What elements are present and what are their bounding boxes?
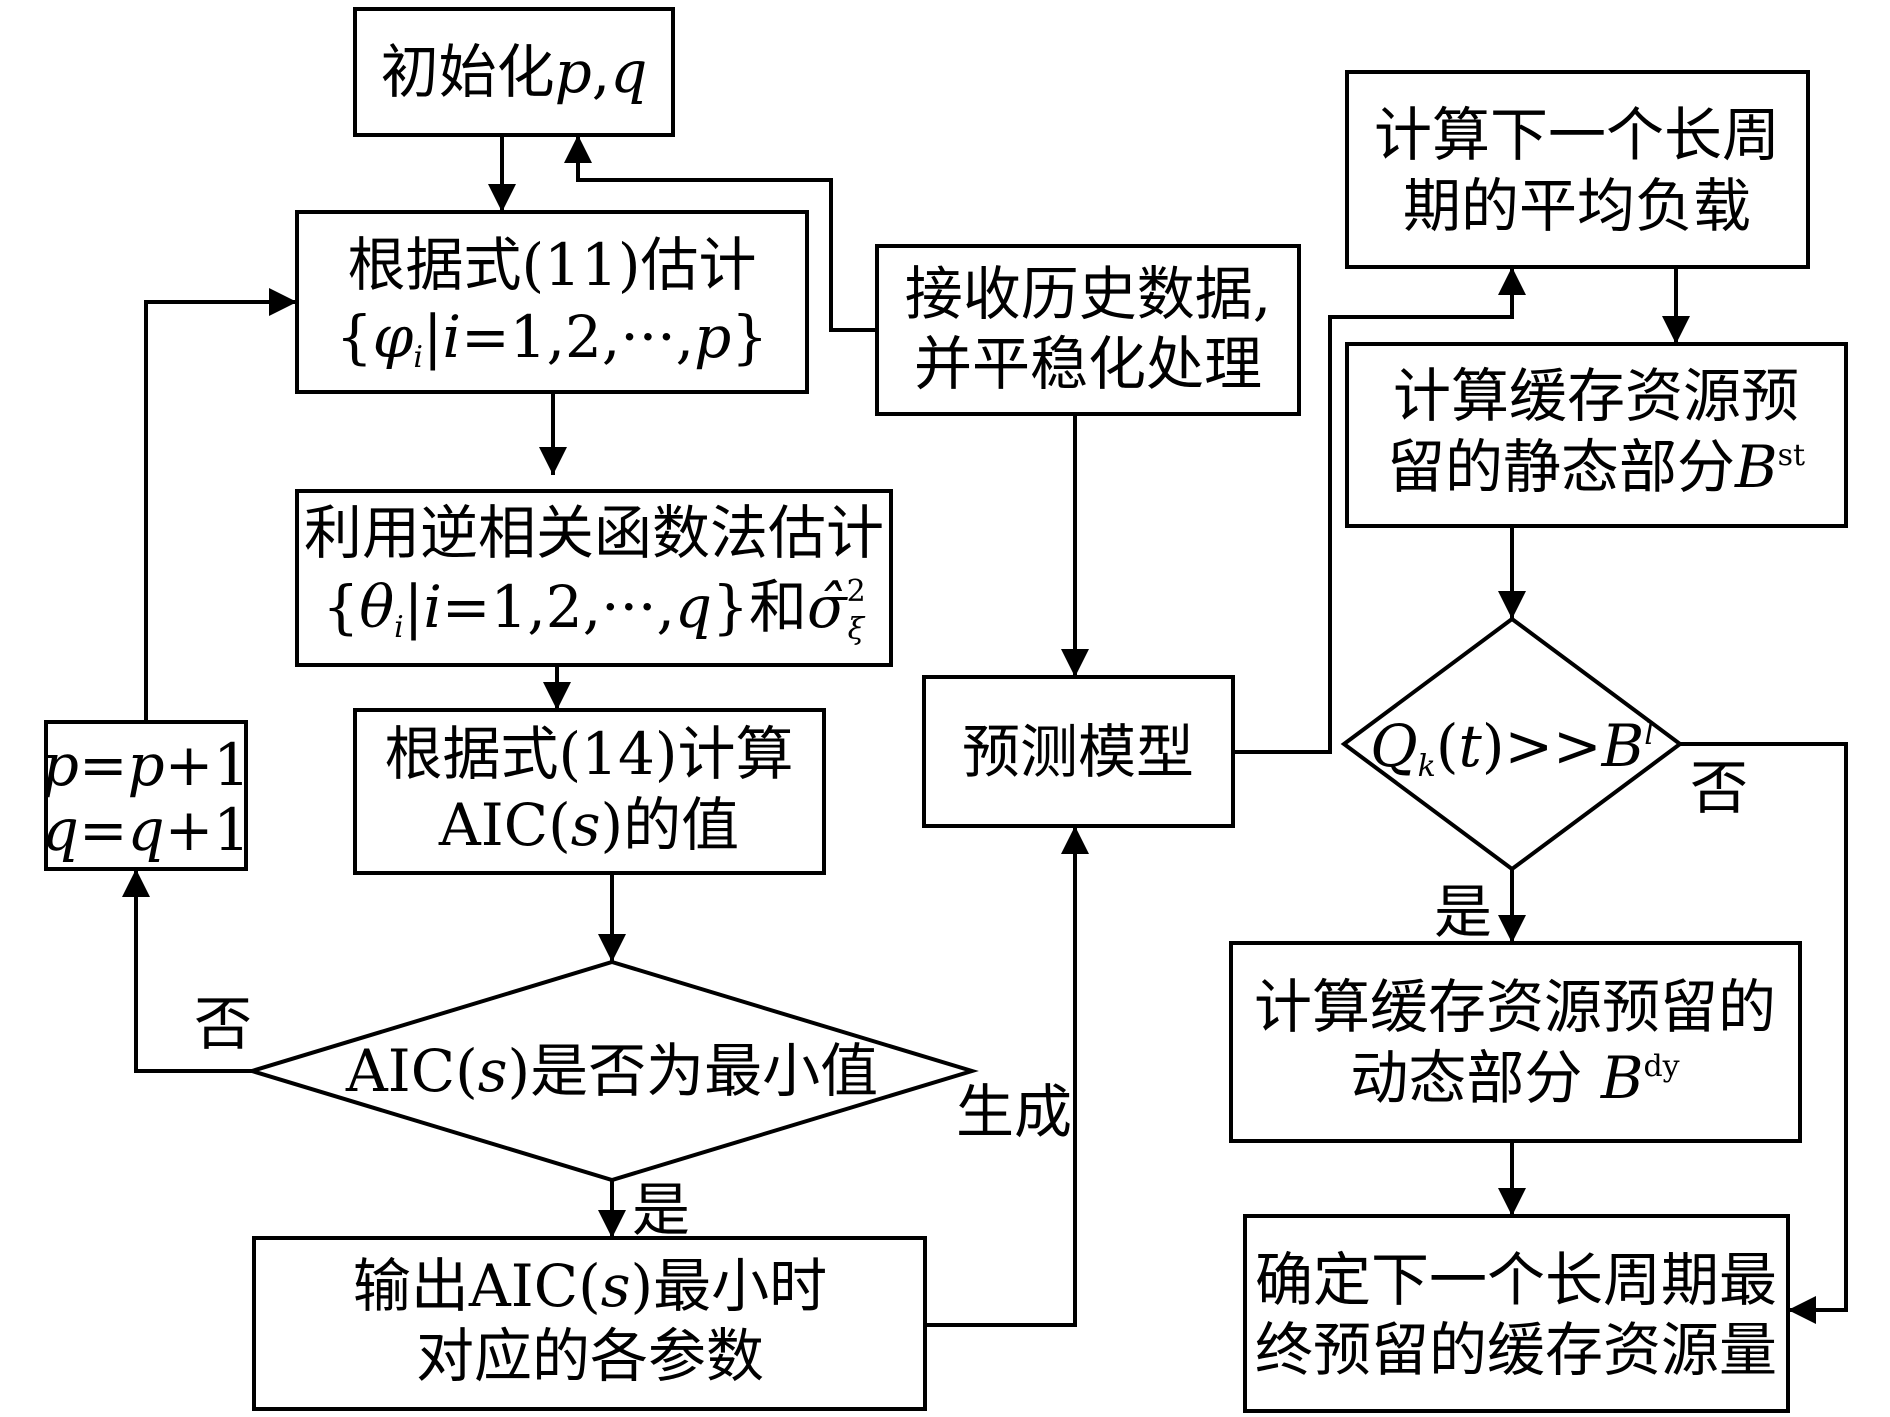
node-decision-diamond bbox=[1340, 616, 1684, 872]
node-receive-line1: 接收历史数据, bbox=[905, 260, 1271, 328]
node-model-box bbox=[922, 675, 1235, 828]
node-estimate-phi-line2: {φi|i=1,2,···,p} bbox=[336, 303, 768, 375]
arrow-receive-to-init bbox=[564, 135, 877, 332]
node-calc-aic-line2: AIC(s)的值 bbox=[438, 791, 739, 859]
node-static: 计算缓存资源预 留的静态部分Bst bbox=[1345, 342, 1848, 528]
node-estimate-phi-line1: 根据式(11)估计 bbox=[347, 231, 756, 299]
node-model: 预测模型 bbox=[922, 675, 1235, 828]
node-dynamic-box bbox=[1229, 941, 1802, 1143]
node-calc-aic-box bbox=[353, 708, 826, 875]
node-final-box bbox=[1243, 1214, 1790, 1413]
node-aic-min-diamond bbox=[245, 959, 979, 1183]
node-dynamic: 计算缓存资源预留的 动态部分 Bdy bbox=[1229, 941, 1802, 1143]
node-final: 确定下一个长周期最 终预留的缓存资源量 bbox=[1243, 1214, 1790, 1413]
node-decision: Qk(t)>>Bl bbox=[1340, 616, 1684, 872]
node-dynamic-line2: 动态部分 Bdy bbox=[1350, 1044, 1679, 1112]
node-static-line1: 计算缓存资源预 bbox=[1393, 362, 1799, 430]
edge-label-no-right: 否 bbox=[1690, 754, 1748, 822]
node-init-box bbox=[353, 7, 675, 137]
node-model-label: 预测模型 bbox=[962, 718, 1194, 786]
arrow-output-to-model bbox=[925, 826, 1089, 1327]
node-estimate-phi: 根据式(11)估计 {φi|i=1,2,···,p} bbox=[295, 210, 809, 394]
node-increment: p=p+1 q=q+1 bbox=[42, 720, 250, 871]
node-static-box bbox=[1345, 342, 1848, 528]
node-receive-box bbox=[875, 244, 1301, 416]
node-init-label: 初始化p,q bbox=[381, 38, 648, 106]
arrow-model-to-avg-load bbox=[1233, 267, 1526, 754]
arrow-aic-min-no-to-increment bbox=[122, 869, 252, 1073]
node-receive: 接收历史数据, 并平稳化处理 bbox=[875, 244, 1301, 416]
node-avg-load-line1: 计算下一个长周 bbox=[1374, 101, 1780, 169]
edge-label-yes-left: 是 bbox=[632, 1176, 690, 1244]
node-final-line1: 确定下一个长周期最 bbox=[1255, 1246, 1777, 1314]
node-estimate-theta-line1: 利用逆相关函数法估计 bbox=[304, 499, 884, 567]
node-receive-line2: 并平稳化处理 bbox=[914, 330, 1262, 398]
node-avg-load-line2: 期的平均负载 bbox=[1403, 172, 1751, 240]
node-init: 初始化p,q bbox=[353, 7, 675, 137]
node-calc-aic: 根据式(14)计算 AIC(s)的值 bbox=[353, 708, 826, 875]
node-estimate-phi-box bbox=[295, 210, 809, 394]
node-estimate-theta-box bbox=[295, 489, 893, 667]
node-static-line2: 留的静态部分Bst bbox=[1387, 433, 1805, 501]
node-increment-box bbox=[44, 720, 248, 871]
node-output: 输出AIC(s)最小时 对应的各参数 bbox=[252, 1236, 927, 1411]
node-avg-load-box bbox=[1345, 70, 1810, 269]
node-avg-load: 计算下一个长周 期的平均负载 bbox=[1345, 70, 1810, 269]
edge-label-yes-right: 是 bbox=[1434, 878, 1492, 946]
edge-labels: 否 是 生成 否 是 bbox=[194, 754, 1748, 1244]
node-final-line2: 终预留的缓存资源量 bbox=[1255, 1316, 1777, 1384]
arrow-decision-no-to-final bbox=[1680, 742, 1848, 1324]
node-output-line2: 对应的各参数 bbox=[416, 1322, 764, 1390]
node-aic-min-label: AIC(s)是否为最小值 bbox=[345, 1037, 878, 1105]
edge-label-no-left: 否 bbox=[194, 990, 252, 1058]
node-increment-line1: p=p+1 bbox=[42, 731, 250, 799]
connectors bbox=[122, 135, 1848, 1327]
node-decision-label: Qk(t)>>Bl bbox=[1370, 712, 1654, 784]
node-increment-line2: q=q+1 bbox=[42, 796, 250, 864]
node-output-line1: 输出AIC(s)最小时 bbox=[353, 1252, 827, 1320]
node-aic-min: AIC(s)是否为最小值 bbox=[245, 959, 979, 1183]
node-dynamic-line1: 计算缓存资源预留的 bbox=[1254, 973, 1776, 1041]
node-output-box bbox=[252, 1236, 927, 1411]
arrow-increment-to-estimate-phi bbox=[144, 288, 297, 722]
node-calc-aic-line1: 根据式(14)计算 bbox=[384, 720, 793, 788]
edge-label-generate: 生成 bbox=[956, 1078, 1072, 1146]
